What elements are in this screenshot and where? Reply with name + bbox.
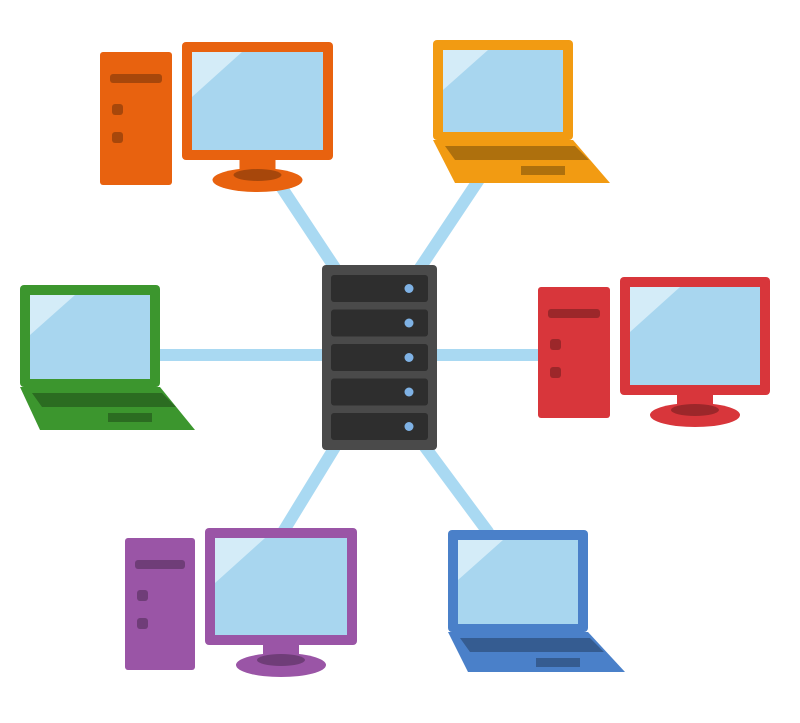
server-rack-icon (322, 265, 437, 450)
server-slot (331, 275, 428, 302)
screen-glare (30, 295, 75, 335)
screen-glare (630, 287, 680, 332)
tower-button (112, 132, 123, 143)
tower-button (550, 339, 561, 350)
network-link (276, 182, 341, 274)
screen-glare (215, 538, 265, 583)
tower-button (137, 590, 148, 601)
monitor-base-shadow (257, 654, 305, 666)
network-devices (20, 40, 770, 677)
tower-button (112, 104, 123, 115)
network-link (414, 172, 486, 274)
computer-tower (125, 538, 195, 670)
server-slot (331, 309, 428, 337)
laptop-touchpad (521, 166, 565, 175)
server-led (404, 284, 414, 293)
network-link (277, 441, 341, 538)
computer-tower (100, 52, 172, 185)
server-slot (331, 413, 428, 440)
drive-slot (548, 309, 600, 318)
monitor-base-shadow (671, 404, 719, 416)
desktop-computer-icon (100, 42, 333, 192)
laptop-keyboard (32, 393, 176, 407)
tower-button (137, 618, 148, 629)
computer-tower (538, 287, 610, 418)
server-slot (331, 378, 428, 406)
laptop-keyboard (460, 638, 604, 652)
laptop-icon (20, 285, 195, 430)
screen-glare (443, 50, 488, 90)
server-slot (331, 344, 428, 371)
network-links (154, 172, 546, 538)
drive-slot (110, 74, 162, 83)
server-led (404, 318, 414, 328)
tower-button (550, 367, 561, 378)
laptop-icon (433, 40, 610, 183)
server-led (404, 353, 414, 362)
laptop-keyboard (445, 146, 589, 160)
drive-slot (135, 560, 185, 569)
laptop-touchpad (108, 413, 152, 422)
laptop-icon (448, 530, 625, 672)
desktop-computer-icon (125, 528, 357, 677)
server-led (404, 422, 414, 431)
monitor-base-shadow (233, 169, 282, 181)
desktop-computer-icon (538, 277, 770, 427)
screen-glare (192, 52, 242, 97)
laptop-touchpad (536, 658, 580, 667)
network-link (419, 441, 494, 538)
screen-glare (458, 540, 503, 580)
server-led (404, 387, 414, 397)
